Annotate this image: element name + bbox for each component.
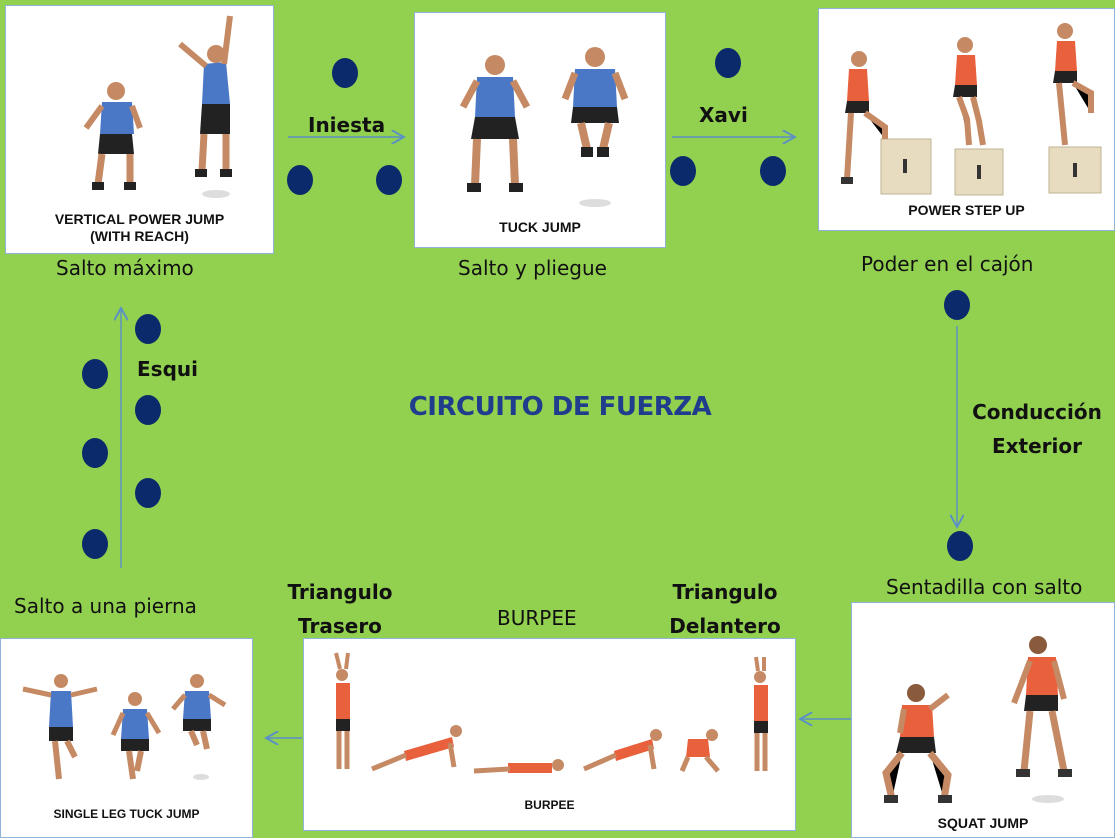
cone	[135, 395, 161, 425]
man-single-2	[110, 692, 162, 780]
transition-conduccion: Conducción Exterior	[972, 400, 1102, 458]
transition-tri-delantero: Triangulo Delantero	[669, 580, 781, 638]
transition-tri-trasero: Triangulo Trasero	[287, 580, 393, 638]
cone	[376, 165, 402, 195]
woman-step-3	[1053, 23, 1094, 146]
vertical-jump-illustration	[83, 15, 233, 198]
squat-jump-caption: SQUAT JUMP	[937, 815, 1029, 831]
tuck-jump-caption: TUCK JUMP	[499, 219, 581, 235]
cone	[332, 58, 358, 88]
cone	[715, 48, 741, 78]
card-burpee: BURPEE	[303, 638, 796, 831]
squat-jump-illustration	[882, 636, 1072, 803]
card-single-leg-tuck-jump: SINGLE LEG TUCK JUMP	[0, 638, 253, 838]
burpee-plank-1	[371, 725, 462, 772]
label-salto-pierna: Salto a una pierna	[14, 594, 197, 618]
man-single-1	[22, 674, 98, 780]
label-salto-pliegue: Salto y pliegue	[458, 256, 607, 280]
card-tuck-jump: TUCK JUMP	[414, 12, 666, 248]
man-squat-figure	[459, 55, 531, 192]
page-title: CIRCUITO DE FUERZA	[408, 392, 712, 422]
burpee-stand-right	[754, 656, 768, 771]
burpee-crouch	[679, 729, 720, 773]
card-vertical-power-jump: VERTICAL POWER JUMP (WITH REACH)	[5, 5, 274, 254]
burpee-floor	[473, 759, 564, 774]
single-leg-illustration	[22, 674, 227, 780]
transition-esqui: Esqui	[137, 357, 198, 381]
step-up-caption: POWER STEP UP	[908, 202, 1025, 218]
man-crouch-figure	[83, 82, 143, 190]
burpee-caption: BURPEE	[524, 798, 575, 812]
label-salto-maximo: Salto máximo	[56, 256, 194, 280]
burpee-illustration	[334, 652, 768, 774]
woman-step-2	[953, 37, 986, 146]
man-tuck-figure	[561, 47, 629, 207]
card-power-step-up: POWER STEP UP	[818, 8, 1115, 231]
burpee-stand-left	[334, 652, 350, 769]
cone	[947, 531, 973, 561]
cone	[82, 529, 108, 559]
box-3	[1048, 146, 1102, 194]
cone	[135, 314, 161, 344]
label-poder-cajon: Poder en el cajón	[861, 252, 1034, 276]
woman-squat-figure	[882, 684, 952, 803]
transition-iniesta: Iniesta	[308, 113, 386, 137]
cone	[944, 290, 970, 320]
woman-jump-figure	[1011, 636, 1072, 803]
box-1	[880, 138, 932, 195]
cone	[670, 156, 696, 186]
cone	[135, 478, 161, 508]
vertical-jump-caption: VERTICAL POWER JUMP (WITH REACH)	[54, 211, 225, 244]
label-burpee: BURPEE	[497, 606, 577, 630]
cone	[82, 359, 108, 389]
box-2	[954, 148, 1004, 196]
man-jump-figure	[178, 15, 233, 198]
woman-step-1	[841, 51, 888, 184]
man-single-3	[171, 674, 227, 780]
burpee-plank-2	[582, 729, 662, 772]
cone	[760, 156, 786, 186]
single-leg-caption: SINGLE LEG TUCK JUMP	[53, 807, 200, 821]
transition-xavi: Xavi	[699, 103, 748, 127]
cone	[287, 165, 313, 195]
label-sentadilla: Sentadilla con salto	[886, 575, 1083, 599]
card-squat-jump: SQUAT JUMP	[851, 602, 1115, 838]
tuck-jump-illustration	[459, 47, 629, 207]
step-up-illustration	[841, 23, 1102, 196]
cone	[82, 438, 108, 468]
